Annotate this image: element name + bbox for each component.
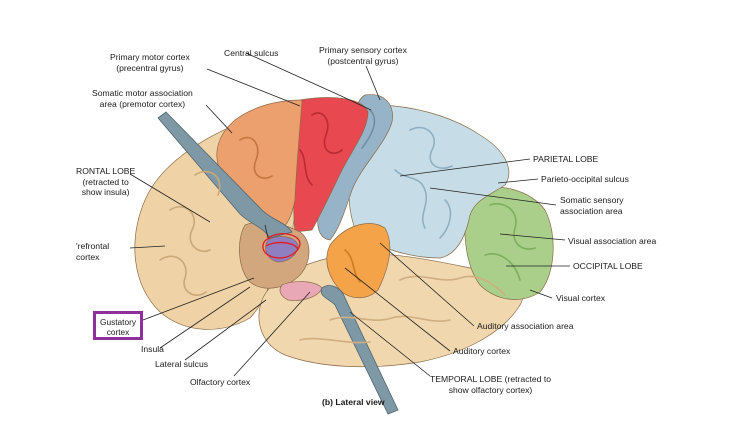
label-primary-motor-line2: (precentral gyrus) [116,62,184,73]
gyrus-line [159,255,207,296]
label-gustatory-line2: cortex [106,327,130,337]
gyrus-line [239,136,273,179]
label-auditory-cortex: Auditory cortex [453,346,511,356]
gyrus-line [299,337,371,344]
label-frontal-line1: RONTAL LOBE [76,166,136,176]
label-somatic-motor: Somatic motor association area (premotor… [92,88,193,109]
label-somatic-motor-line1: Somatic motor association [92,88,193,98]
label-central-sulcus: Central sulcus [224,48,279,58]
gyrus-line [329,315,451,322]
label-primary-motor: Primary motor cortex (precentral gyrus) [110,52,190,73]
figure-caption: (b) Lateral view [322,397,385,407]
gyrus-line [409,126,453,169]
gyrus-line [399,275,506,296]
label-primary-sensory: Primary sensory cortex (postcentral gyru… [319,45,407,66]
label-olfactory-cortex: Olfactory cortex [190,377,251,387]
label-temporal-lobe: TEMPORAL LOBE (retracted to show olfacto… [430,374,551,395]
label-temporal-line1: TEMPORAL LOBE (retracted to [430,374,551,384]
retractor-top [157,111,293,239]
label-somatic-sensory-line1: Somatic sensory [560,195,624,205]
label-prefrontal-line2: cortex [76,251,100,262]
gyrus-line [439,199,452,239]
label-primary-motor-line1: Primary motor cortex [110,52,190,62]
leader-lines [129,52,570,377]
occipital-lobe [464,186,554,300]
label-auditory-association: Auditory association area [477,321,574,331]
label-frontal-lobe: RONTAL LOBE (retracted to show insula) [76,166,135,198]
gyrus-line [361,109,376,149]
label-occipital-lobe: OCCIPITAL LOBE [573,261,643,271]
gyrus-line [489,203,536,250]
label-visual-cortex: Visual cortex [556,293,606,303]
label-gustatory-line1: Gustatory [100,317,136,327]
gyrus-line [299,149,313,186]
label-parietal-lobe: PARIETAL LOBE [533,154,599,164]
label-lateral-sulcus: Lateral sulcus [155,359,209,369]
label-insula: Insula [141,344,164,354]
gustatory-cortex-highlight-box: Gustatory cortex [93,311,143,340]
label-parieto-occipital-sulcus: Parieto-occipital sulcus [541,174,629,184]
gyrus-line [194,170,221,196]
label-somatic-sensory-line2: association area [560,205,623,216]
label-primary-sensory-line1: Primary sensory cortex [319,45,407,55]
gyrus-line [311,112,343,154]
gyrus-line [344,249,361,283]
label-prefrontal-line1: 'refrontal [76,241,110,251]
gyri-lines [159,109,536,344]
label-somatic-motor-line2: area (premotor cortex) [99,98,186,109]
label-somatic-sensory: Somatic sensory association area [560,195,624,216]
gyrus-line [169,206,211,252]
red-annotation [262,233,301,259]
auditory-association-area [326,223,391,299]
label-visual-association: Visual association area [568,236,657,246]
olfactory-region [279,281,323,301]
label-frontal-line2: (retracted to [82,176,129,187]
retractor-bottom [320,285,399,415]
gyrus-line [484,253,521,281]
label-primary-sensory-line2: (postcentral gyrus) [327,55,399,66]
caption-bold: (b) Lateral view [322,397,385,407]
label-frontal-line3: show insula) [81,187,130,197]
label-temporal-line2: show olfactory cortex) [448,384,533,395]
label-prefrontal: 'refrontal cortex [76,241,109,262]
